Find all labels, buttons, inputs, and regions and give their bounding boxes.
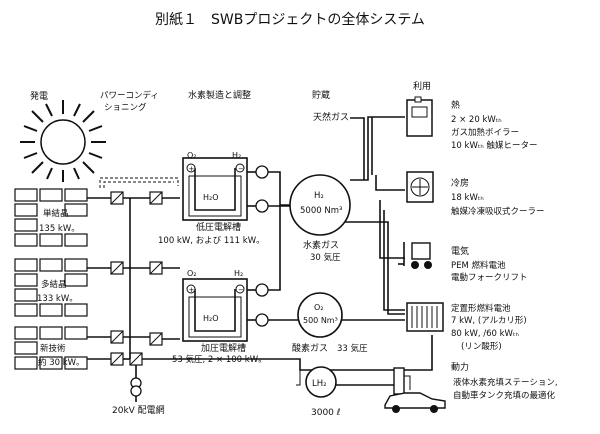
low-pressure-spec: 100 kW, および 111 kW。 [158, 236, 265, 246]
svg-text:+: + [189, 165, 195, 173]
pv-array-poly-crystal [14, 258, 88, 317]
high-pressure-label: 加圧電解槽 [201, 342, 246, 354]
forklift-icon [398, 242, 432, 269]
use-heat-line2: ガス加熱ボイラー [451, 127, 519, 138]
control-signal-line [99, 177, 179, 188]
h2-tank-label: 水素ガス [303, 239, 339, 251]
use-fuel-cell-line1: 定置形燃料電池 [451, 303, 511, 314]
lh2-tank [305, 366, 337, 398]
h2-tank-volume: 5000 Nm³ [300, 206, 342, 216]
cooler-icon [406, 171, 434, 203]
o2-tank-pressure: 33 気圧 [337, 343, 368, 354]
use-heat-title: 熱 [451, 99, 460, 111]
pv-poly-crystal-label: 多結晶 [41, 279, 67, 290]
power-bus [87, 197, 185, 378]
o2-tank-symbol: O₂ [314, 303, 324, 312]
use-mobility-line2: 自動車タンク充填の最適化 [453, 390, 556, 401]
car-icon [384, 392, 446, 413]
o2-tank-volume: 500 Nm³ [303, 316, 338, 325]
svg-text:H₂O: H₂O [203, 193, 219, 202]
lh2-tank-symbol: LH₂ [312, 379, 327, 389]
svg-text:H₂O: H₂O [203, 314, 219, 323]
use-electric-line1: PEM 燃料電池 [451, 260, 506, 271]
header-power-conditioning-2: ショニング [104, 102, 147, 113]
low-h2-label: H₂ [232, 151, 241, 160]
high-o2-label: O₂ [187, 269, 197, 278]
header-generation: 発電 [30, 90, 48, 102]
low-pressure-electrolyser: H₂O + − [182, 157, 248, 221]
grid-label: 20kV 配電網 [112, 404, 165, 416]
fuel-cell-icon [406, 302, 444, 332]
low-o2-label: O₂ [187, 151, 197, 160]
pv-array-single-crystal [14, 188, 88, 247]
transformer-icon [130, 377, 142, 402]
use-mobility-title: 動力 [451, 361, 469, 373]
pv-new-tech-label: 新技術 [40, 343, 66, 354]
use-cooling-line2: 触媒冷凍吸収式クーラー [451, 206, 545, 217]
header-production: 水素製造と調整 [188, 89, 251, 101]
converter-icons [110, 191, 163, 366]
use-heat-line3: 10 kWₜₕ 触媒ヒーター [451, 140, 538, 151]
use-electric-title: 電気 [451, 245, 469, 257]
use-heat-line1: 2 × 20 kWₜₕ [451, 115, 502, 125]
sun-icon [20, 100, 106, 182]
use-fuel-cell-line2: 7 kW, (アルカリ形) [451, 316, 527, 326]
natural-gas-label: 天然ガス [313, 111, 349, 123]
h2-tank [289, 174, 351, 236]
lh2-tank-volume: 3000 ℓ [311, 408, 340, 418]
h2-tank-symbol: H₂ [314, 191, 324, 201]
h2-tank-pressure: 30 気圧 [310, 252, 341, 263]
header-power-conditioning-1: パワーコンディ [100, 90, 159, 101]
gas-pipes [185, 116, 433, 386]
use-electric-line2: 電動フォークリフト [451, 272, 528, 283]
low-pressure-label: 低圧電解槽 [196, 221, 241, 233]
use-cooling-line1: 18 kWₜₕ [451, 193, 484, 203]
header-storage: 貯蔵 [312, 89, 330, 101]
svg-text:+: + [189, 286, 195, 294]
svg-text:−: − [238, 165, 244, 173]
use-cooling-title: 冷房 [451, 177, 469, 189]
high-h2-label: H₂ [234, 269, 243, 278]
svg-text:−: − [238, 286, 244, 294]
use-fuel-cell-line3: 80 kW, /60 kWₜₕ [451, 329, 519, 339]
boiler-icon [406, 96, 433, 137]
pv-poly-crystal-value: 133 kW。 [37, 294, 78, 304]
use-fuel-cell-line4: (リン酸形) [461, 341, 502, 352]
pv-array-new-tech [14, 326, 88, 370]
use-mobility-line1: 液体水素充填ステーション, [453, 377, 558, 388]
pv-single-crystal-value: 135 kW。 [39, 224, 80, 234]
fuel-station-icon [393, 367, 411, 395]
header-usage: 利用 [413, 80, 431, 92]
high-pressure-electrolyser: H₂O + − [182, 278, 248, 342]
o2-tank-label: 酸素ガス [292, 342, 328, 354]
diagram-title: 別紙１ SWBプロジェクトの全体システム [155, 11, 425, 28]
pv-single-crystal-label: 単結晶 [43, 208, 69, 219]
o2-tank [297, 292, 343, 338]
pv-new-tech-value: 約 30 kW。 [38, 357, 85, 368]
